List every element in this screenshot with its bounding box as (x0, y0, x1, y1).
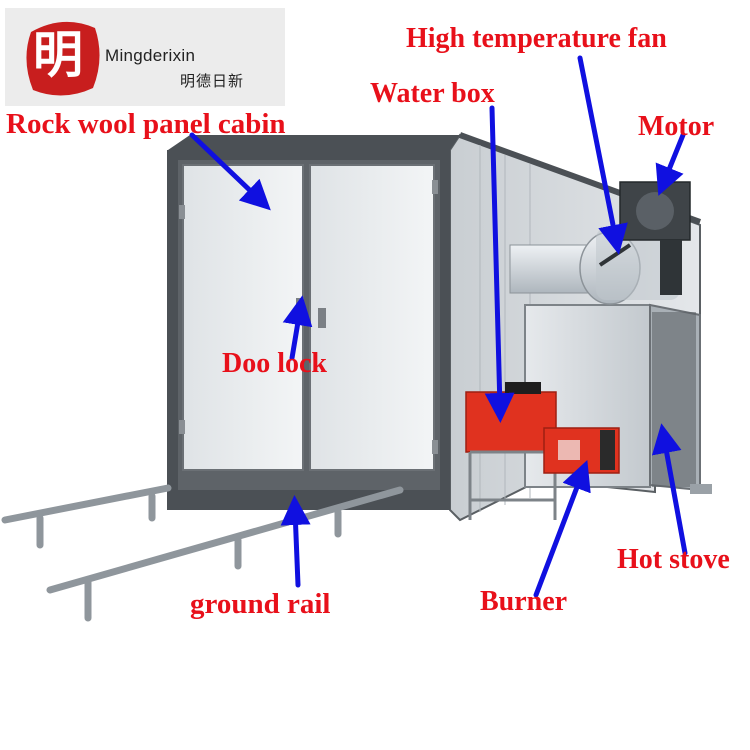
arrow-water-box (484, 105, 515, 423)
logo-name: Mingderixin (105, 46, 196, 65)
arrow-burner (533, 459, 591, 598)
arrow-door-lock (282, 295, 313, 361)
arrow-high-temp-fan (577, 55, 628, 255)
arrow-rock-wool (189, 132, 271, 211)
label-door-lock: Doo lock (222, 348, 327, 379)
arrow-ground-rail (280, 495, 311, 588)
label-rock-wool-panel-cabin: Rock wool panel cabin (6, 108, 286, 140)
label-burner: Burner (480, 586, 568, 617)
ground-rail-right (46, 486, 404, 622)
right-door (309, 164, 435, 471)
label-motor: Motor (638, 111, 715, 142)
logo-seal-icon (26, 21, 100, 96)
logo-chinese-name: 明德日新 (180, 72, 245, 90)
label-water-box: Water box (370, 78, 495, 109)
logo: 明 Mingderixin 明德日新 (5, 8, 285, 106)
label-ground-rail: ground rail (190, 588, 331, 620)
ground-rail-left (1, 484, 172, 549)
arrow-motor (655, 132, 686, 196)
arrow-hot-stove (651, 423, 688, 556)
label-high-temperature-fan: High temperature fan (406, 23, 667, 54)
burner (543, 427, 620, 474)
logo-seal-char: 明 (33, 26, 83, 84)
left-door (182, 164, 304, 471)
door-hinges (179, 180, 438, 454)
water-box-stand (468, 450, 557, 520)
water-box (465, 382, 557, 453)
label-hot-stove: Hot stove (617, 544, 730, 575)
arrows (189, 55, 688, 598)
